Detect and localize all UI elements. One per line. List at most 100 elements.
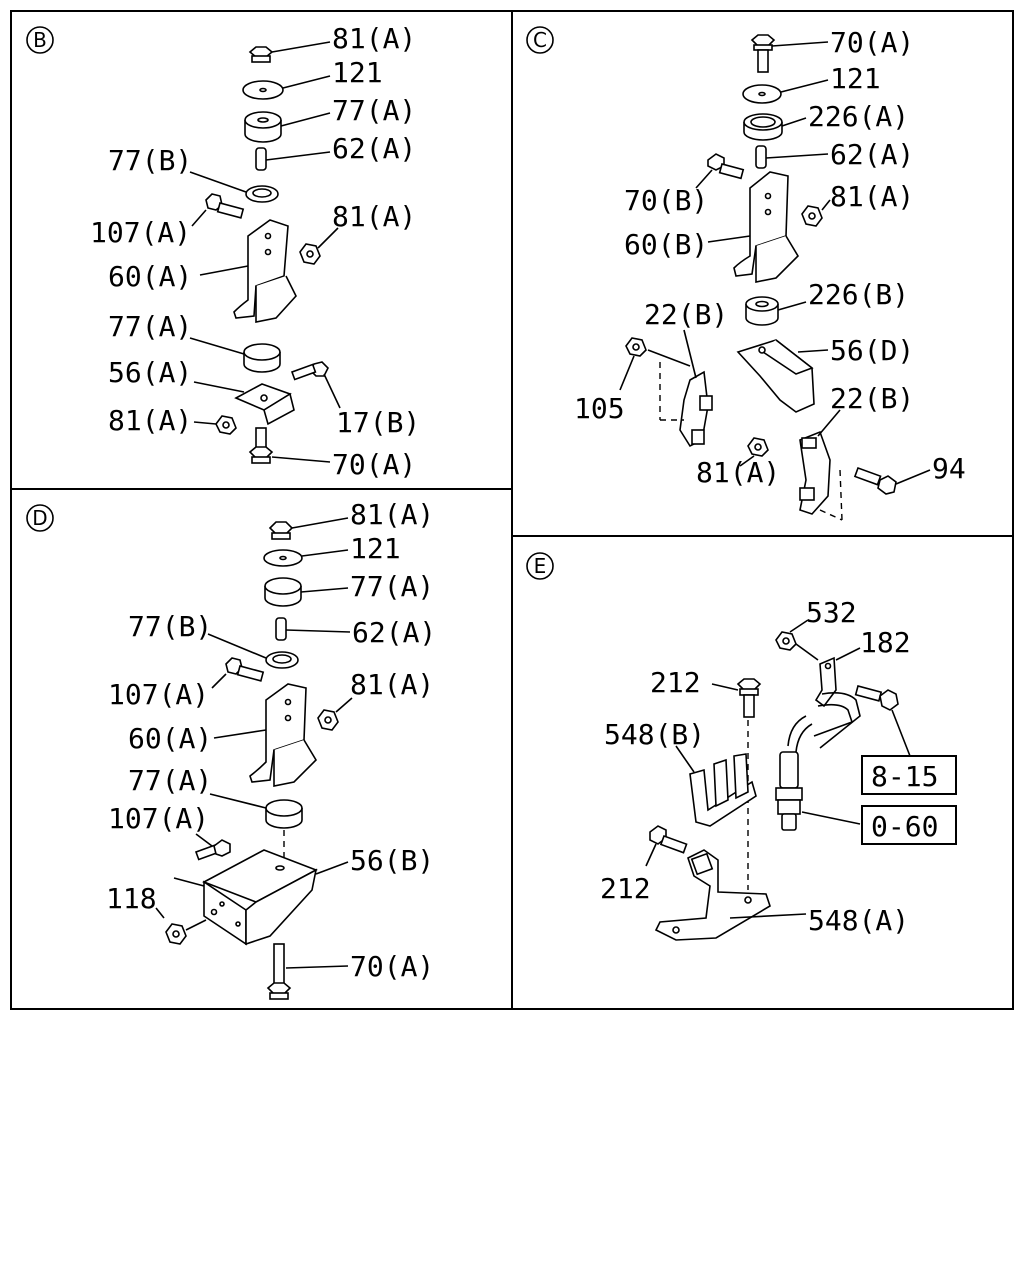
bushing-226b xyxy=(745,296,807,326)
label-c-94: 94 xyxy=(932,452,966,485)
bushing-77a-top-d xyxy=(264,577,349,607)
bolt-94 xyxy=(853,466,931,495)
label-b-77b: 77(B) xyxy=(108,144,192,177)
label-b-70a: 70(A) xyxy=(332,448,416,481)
label-b-56a: 56(A) xyxy=(108,356,192,389)
bolt-70a-c xyxy=(750,34,829,73)
bracket-56a xyxy=(193,381,295,426)
bolt-107a-top-d xyxy=(211,657,265,689)
nut-81a-mid xyxy=(299,227,339,265)
label-d-70a: 70(A) xyxy=(350,950,434,983)
label-b-81a-top: 81(A) xyxy=(332,22,416,55)
washer-77b-d xyxy=(207,633,299,669)
bracket-60a-d xyxy=(213,683,318,787)
label-b-121: 121 xyxy=(332,56,383,89)
label-b-62a: 62(A) xyxy=(332,132,416,165)
label-d-62a: 62(A) xyxy=(352,616,436,649)
nut-81a-top xyxy=(248,41,331,63)
label-c-62a: 62(A) xyxy=(830,138,914,171)
nut-532 xyxy=(775,619,819,661)
washer-77b xyxy=(189,171,279,203)
label-d-56b: 56(B) xyxy=(350,844,434,877)
label-e-532: 532 xyxy=(806,596,857,629)
bracket-548a xyxy=(654,849,807,941)
label-c-56d: 56(D) xyxy=(830,334,914,367)
section-c-badge: C xyxy=(526,26,554,54)
label-d-77b: 77(B) xyxy=(128,610,212,643)
label-e-0-60: 0-60 xyxy=(871,810,938,843)
bolt-17b xyxy=(290,361,341,409)
label-d-60a: 60(A) xyxy=(128,722,212,755)
label-b-81a-low: 81(A) xyxy=(108,404,192,437)
callout-0-60: 0-60 xyxy=(861,805,957,845)
section-b-badge: B xyxy=(26,26,54,54)
label-d-118: 118 xyxy=(106,882,157,915)
nut-81a-top-d xyxy=(268,517,349,540)
nut-81a-low-c xyxy=(739,437,769,467)
label-c-22b-left: 22(B) xyxy=(644,298,728,331)
bushing-226a xyxy=(743,113,807,141)
label-b-17b: 17(B) xyxy=(336,406,420,439)
label-e-212-low: 212 xyxy=(600,872,651,905)
section-d-badge: D xyxy=(26,504,54,532)
bolt-70a-d xyxy=(266,943,349,1000)
collar-62a xyxy=(255,147,331,171)
label-c-105: 105 xyxy=(574,392,625,425)
label-b-107a: 107(A) xyxy=(90,216,191,249)
label-d-121: 121 xyxy=(350,532,401,565)
strap-22b-left xyxy=(659,329,713,448)
label-c-226b: 226(B) xyxy=(808,278,909,311)
label-b-81a-mid: 81(A) xyxy=(332,200,416,233)
label-b-77a-low: 77(A) xyxy=(108,310,192,343)
label-b-60a: 60(A) xyxy=(108,260,192,293)
label-b-77a-top: 77(A) xyxy=(332,94,416,127)
section-d-letter: D xyxy=(32,506,47,530)
bushing-77a-top xyxy=(244,111,331,143)
label-c-70b: 70(B) xyxy=(624,184,708,217)
washer-121-d xyxy=(263,549,349,567)
label-e-548b: 548(B) xyxy=(604,718,705,751)
label-d-81a-top: 81(A) xyxy=(350,498,434,531)
callout-8-15: 8-15 xyxy=(861,755,957,795)
bolt-107a-low-d xyxy=(194,833,231,861)
washer-121 xyxy=(242,75,331,100)
nut-118 xyxy=(155,907,207,945)
section-e-badge: E xyxy=(526,552,554,580)
bracket-548b xyxy=(675,745,757,827)
bolt-107a xyxy=(191,193,245,227)
oxygen-sensor xyxy=(775,751,861,831)
label-c-60b: 60(B) xyxy=(624,228,708,261)
bracket-56b xyxy=(173,849,349,946)
label-d-107a-top: 107(A) xyxy=(108,678,209,711)
bushing-77a-low-d xyxy=(209,793,303,866)
section-d: D xyxy=(26,498,436,1000)
label-c-81a-top: 81(A) xyxy=(830,180,914,213)
section-frames xyxy=(10,10,1014,1010)
label-e-212-top: 212 xyxy=(650,666,701,699)
section-b-letter: B xyxy=(33,28,47,52)
washer-121-c xyxy=(742,79,829,104)
section-c-letter: C xyxy=(533,28,547,52)
bolt-70a xyxy=(248,427,331,464)
nut-105 xyxy=(619,337,691,391)
label-e-548a: 548(A) xyxy=(808,904,909,937)
section-b: B xyxy=(26,22,420,481)
bolt-212-top xyxy=(711,678,762,890)
bushing-77a-low xyxy=(189,337,281,373)
nut-81a-top-c xyxy=(801,199,831,227)
section-e: E xyxy=(526,552,957,941)
label-d-81a-mid: 81(A) xyxy=(350,668,434,701)
nut-81a-low xyxy=(193,415,237,435)
label-e-8-15: 8-15 xyxy=(871,760,938,793)
collar-62a-c xyxy=(755,145,829,169)
strap-22b-right xyxy=(799,409,843,521)
section-e-letter: E xyxy=(534,554,547,578)
collar-62a-d xyxy=(275,617,351,641)
label-c-121: 121 xyxy=(830,62,881,95)
label-c-70a: 70(A) xyxy=(830,26,914,59)
section-c: C xyxy=(526,26,966,521)
label-e-182: 182 xyxy=(860,626,911,659)
label-c-81a-low: 81(A) xyxy=(696,456,780,489)
nut-81a-mid-d xyxy=(317,697,353,731)
